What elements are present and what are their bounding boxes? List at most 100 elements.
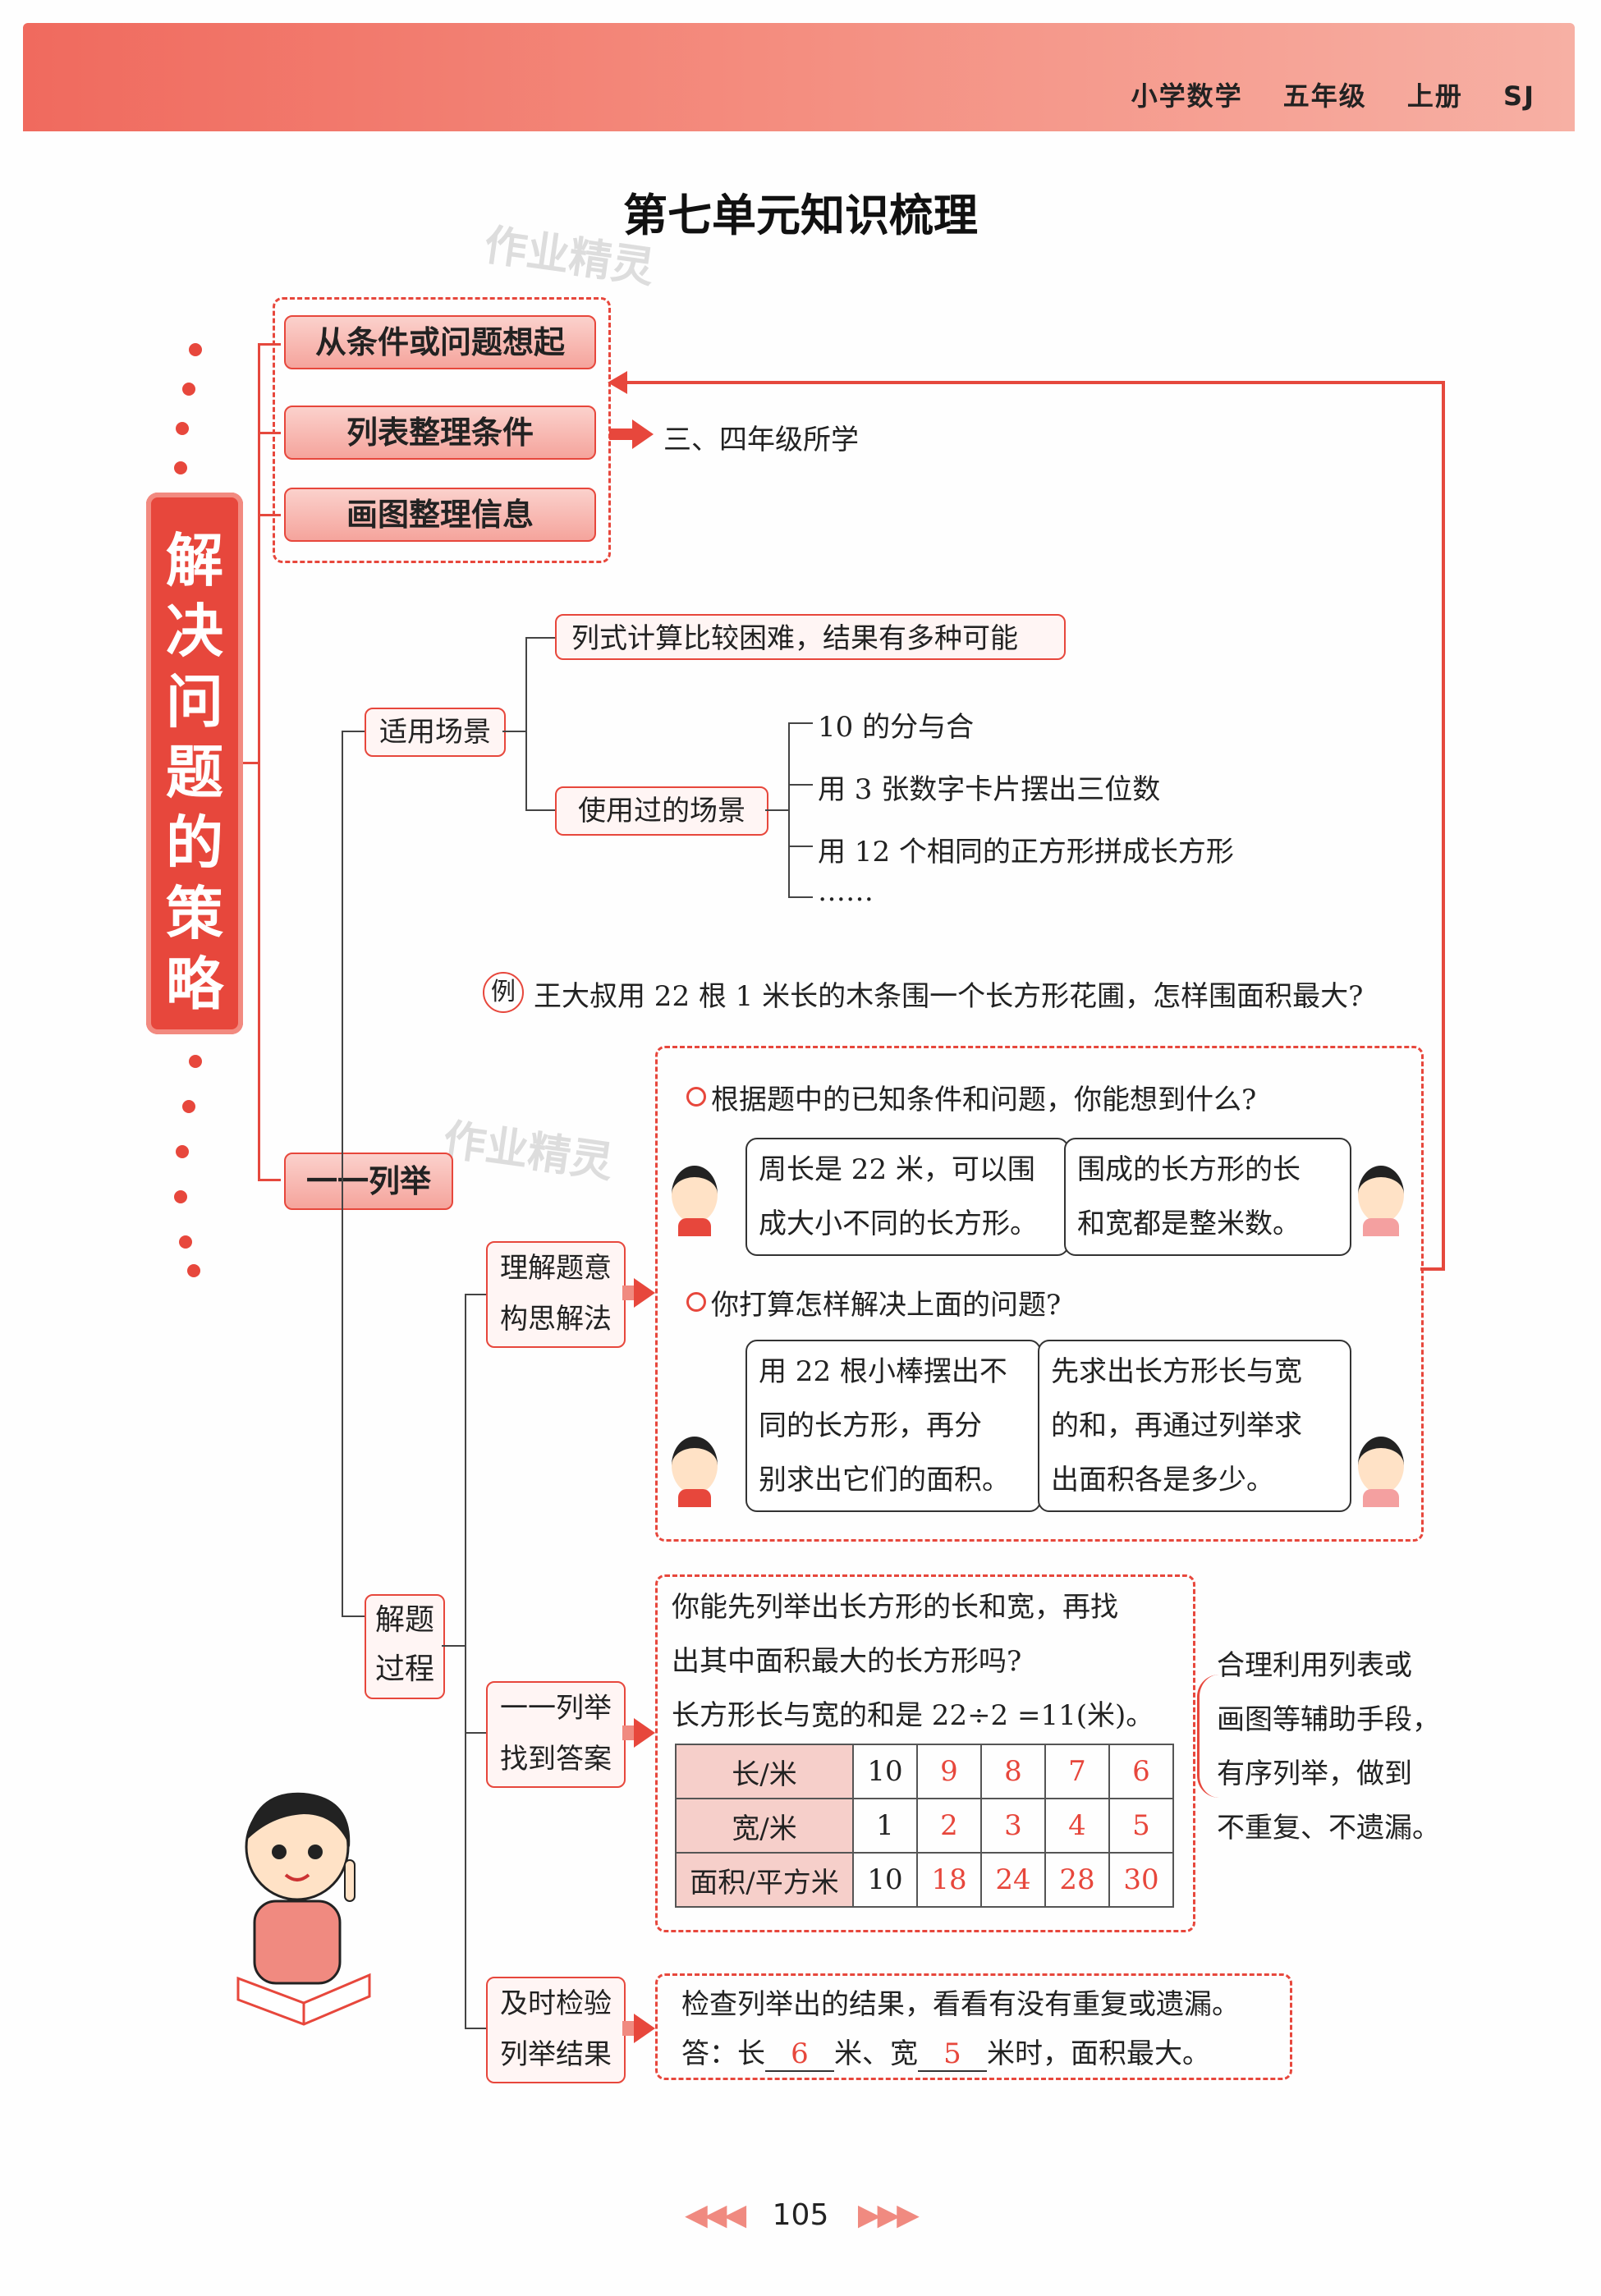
decor-dot — [182, 383, 195, 396]
vertical-char: 解 — [146, 525, 243, 596]
table-cell: 10 — [853, 1744, 917, 1799]
tree-line — [465, 1732, 488, 1734]
tree-line — [525, 637, 555, 639]
example-badge: 例 — [483, 972, 524, 1013]
tree-line — [465, 2028, 488, 2029]
boy-shirt — [678, 1218, 711, 1236]
table-cell: 24 — [981, 1853, 1045, 1907]
find-text: 出其中面积最大的长方形吗? — [672, 1638, 1021, 1679]
table-cell: 1 — [853, 1799, 917, 1853]
table-cell: 28 — [1045, 1853, 1109, 1907]
tree-line — [342, 731, 366, 732]
node-find-answer: 一一列举 找到答案 — [486, 1681, 626, 1788]
vertical-char: 的 — [146, 808, 243, 878]
tree-line — [465, 1294, 466, 2029]
understand-label: 构思解法 — [488, 1294, 624, 1345]
arrow-shaft — [609, 428, 634, 440]
table-row: 长/米 10 9 8 7 6 — [676, 1744, 1173, 1799]
find-label: 一一列举 — [488, 1683, 624, 1734]
bubble-line: 先求出长方形长与宽 — [1051, 1345, 1338, 1399]
node-scenarios: 适用场景 — [365, 708, 506, 757]
table-cell: 5 — [1109, 1799, 1173, 1853]
bullet-circle-icon — [686, 1087, 706, 1107]
decor-dot — [174, 461, 187, 474]
table-cell: 10 — [853, 1853, 917, 1907]
tip-bracket — [1197, 1675, 1219, 1798]
bubble-line: 的和，再通过列举求 — [1051, 1399, 1338, 1453]
return-line — [1420, 1267, 1445, 1271]
understand-label: 理解题意 — [488, 1243, 624, 1294]
decor-dot — [176, 422, 189, 435]
bubble-line: 别求出它们的面积。 — [759, 1453, 1028, 1507]
table-header: 宽/米 — [676, 1799, 853, 1853]
used-item: 用 3 张数字卡片摆出三位数 — [818, 767, 1160, 807]
node-used-scenarios: 使用过的场景 — [555, 786, 768, 836]
return-line — [1442, 381, 1445, 1269]
tree-line — [465, 1294, 488, 1295]
next-arrows-icon: ▶▶▶ — [858, 2198, 916, 2232]
question-1: 根据题中的已知条件和问题，你能想到什么? — [711, 1077, 1256, 1117]
answer-prefix: 答：长 — [681, 2037, 765, 2070]
question-2: 你打算怎样解决上面的问题? — [711, 1282, 1061, 1322]
prev-arrows-icon: ◀◀◀ — [685, 2198, 743, 2232]
connector-line — [258, 343, 260, 1180]
tip-line: 合理利用列表或 — [1217, 1638, 1440, 1693]
girl-avatar-icon — [1358, 1437, 1404, 1494]
find-label: 找到答案 — [488, 1734, 624, 1785]
bubble-line: 围成的长方形的长 — [1077, 1143, 1338, 1197]
scenario-hard-calc: 列式计算比较困难，结果有多种可能 — [555, 614, 1066, 660]
vertical-title: 解 决 问 题 的 策 略 — [146, 525, 243, 1020]
watermark: 作业精灵 — [440, 1105, 617, 1189]
check-text: 检查列举出的结果，看看有没有重复或遗漏。 — [681, 1982, 1240, 2022]
tree-line — [788, 846, 813, 847]
bubble-line: 用 22 根小棒摆出不 — [759, 1345, 1028, 1399]
example-text: 王大叔用 22 根 1 米长的木条围一个长方形花圃，怎样围面积最大? — [534, 974, 1363, 1014]
vertical-char: 策 — [146, 878, 243, 949]
bubble-line: 出面积各是多少。 — [1051, 1453, 1338, 1507]
header-info: 小学数学 五年级 上册 SJ — [1102, 76, 1535, 113]
answer-suffix: 米时，面积最大。 — [987, 2037, 1210, 2070]
table-cell: 8 — [981, 1744, 1045, 1799]
decor-dot — [189, 1055, 202, 1068]
answer-width: 5 — [918, 2037, 987, 2072]
bubble-line: 和宽都是整米数。 — [1077, 1197, 1338, 1251]
check-label: 及时检验 — [488, 1978, 624, 2029]
find-text: 你能先列举出长方形的长和宽，再找 — [672, 1584, 1118, 1625]
tree-line — [342, 731, 343, 1617]
girl-avatar-icon — [1358, 1166, 1404, 1223]
decor-dot — [176, 1145, 189, 1158]
node-check: 及时检验 列举结果 — [486, 1977, 626, 2083]
vertical-char: 决 — [146, 596, 243, 667]
tree-line — [788, 722, 790, 898]
tree-line — [342, 1615, 366, 1617]
used-item: …… — [818, 875, 874, 908]
node-understand: 理解题意 构思解法 — [486, 1241, 626, 1348]
header-term: 上册 — [1407, 80, 1463, 112]
table-row: 宽/米 1 2 3 4 5 — [676, 1799, 1173, 1853]
connector-line — [258, 1179, 281, 1181]
enumeration-table: 长/米 10 9 8 7 6 宽/米 1 2 3 4 5 面积/平方米 10 1… — [675, 1744, 1174, 1908]
tip-text: 合理利用列表或 画图等辅助手段， 有序列举，做到 不重复、不遗漏。 — [1217, 1638, 1440, 1855]
process-label: 解题过程 — [375, 1603, 434, 1686]
arrow-right-icon — [634, 1718, 655, 1748]
used-item: 10 的分与合 — [818, 704, 974, 745]
node-process: 解题过程 — [365, 1594, 445, 1699]
boy-avatar-icon — [672, 1437, 718, 1494]
return-line — [624, 381, 1445, 384]
tip-line: 不重复、不遗漏。 — [1217, 1801, 1440, 1855]
bubble-line: 周长是 22 米，可以围 — [759, 1143, 1056, 1197]
table-header: 面积/平方米 — [676, 1853, 853, 1907]
tree-line — [525, 809, 555, 811]
tree-line — [788, 784, 813, 786]
arrow-right-icon — [632, 419, 654, 449]
decor-dot — [174, 1190, 187, 1203]
bubble-line: 同的长方形，再分 — [759, 1399, 1028, 1453]
boy-shirt — [678, 1489, 711, 1507]
page-number: 105 — [773, 2198, 829, 2232]
decor-dot — [189, 343, 202, 356]
find-text: 长方形长与宽的和是 22÷2 =11(米)。 — [672, 1693, 1154, 1733]
arrow-right-icon — [634, 2014, 655, 2043]
table-cell: 9 — [917, 1744, 981, 1799]
tree-line — [765, 809, 790, 811]
